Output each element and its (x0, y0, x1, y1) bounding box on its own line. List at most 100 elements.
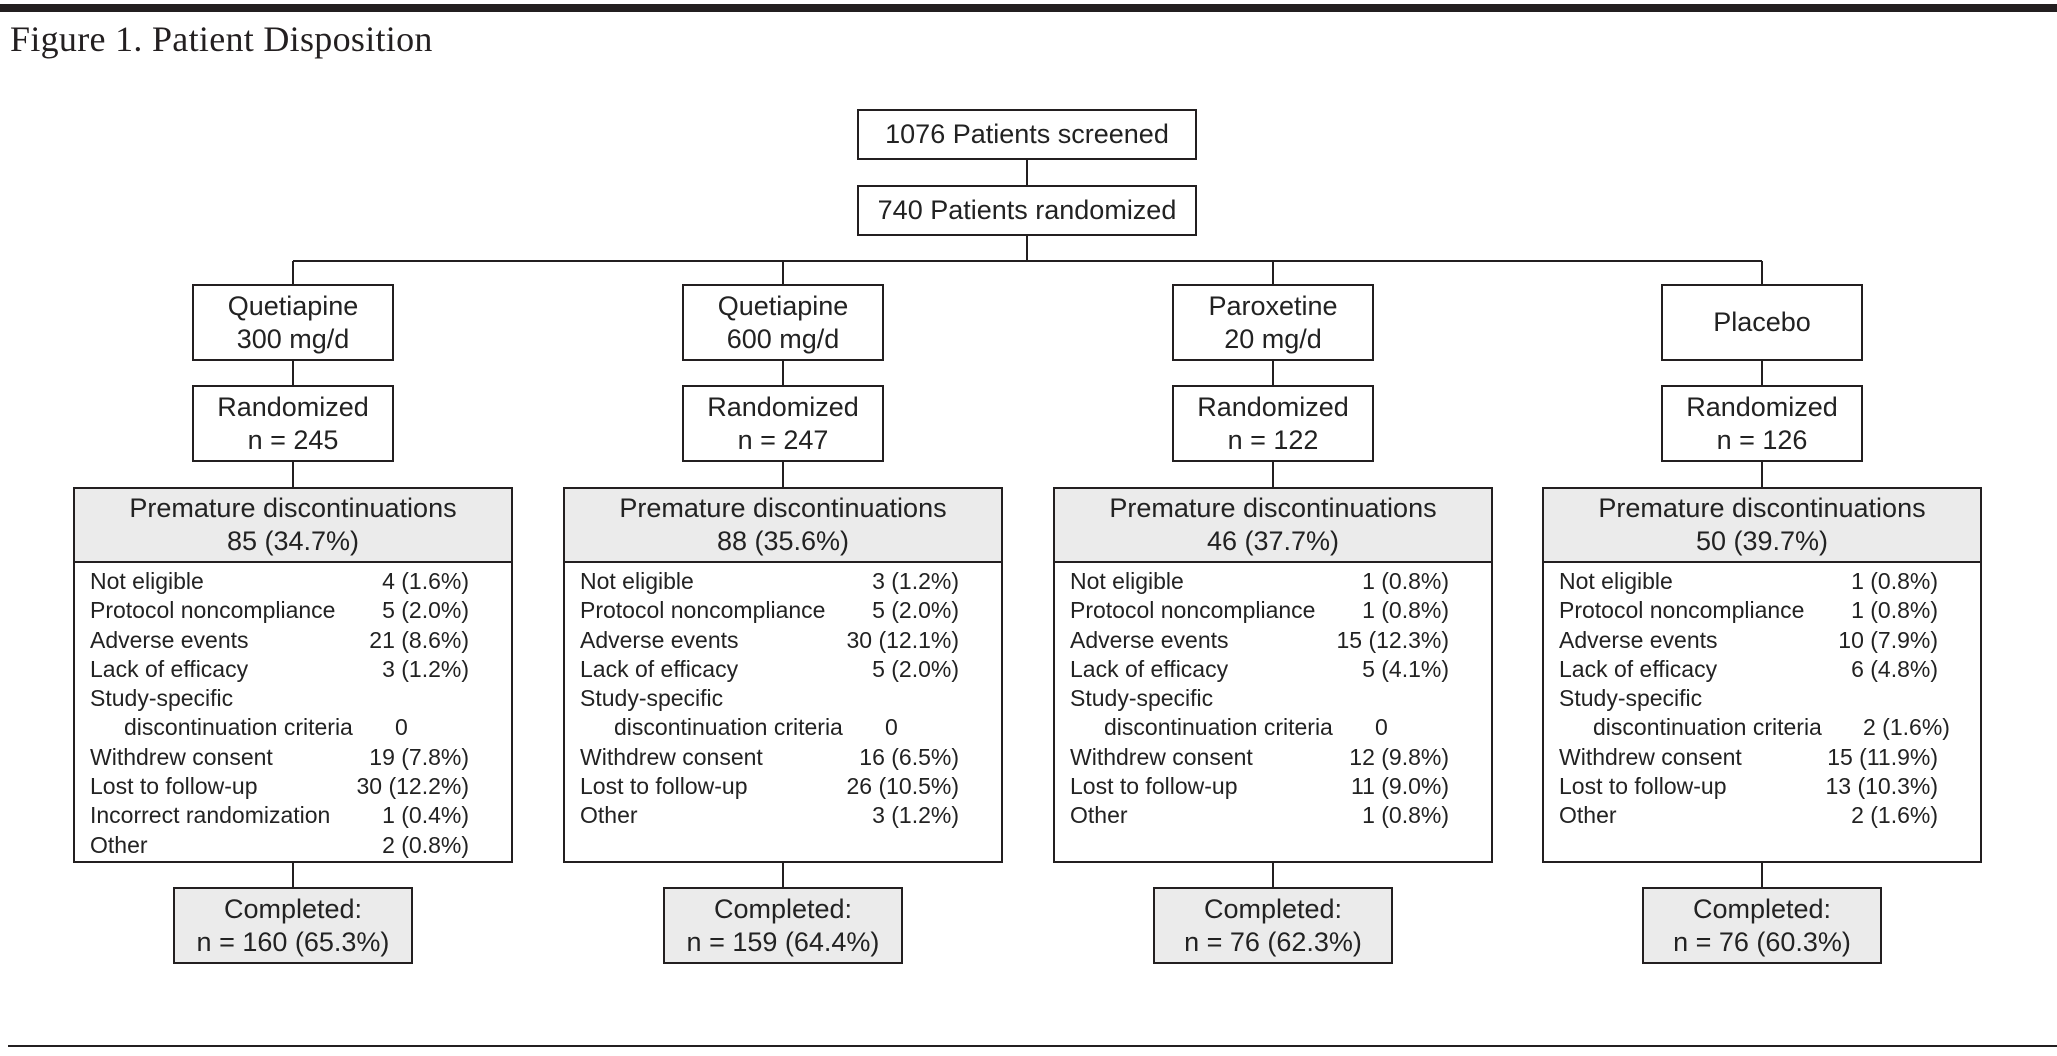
reason-value: 0 (885, 714, 898, 741)
reason-row: Adverse events 10 (7.9%) (1559, 626, 1980, 655)
top-rule (0, 4, 2057, 12)
reason-value: 11 (9.0%) (1350, 773, 1449, 800)
reason-value: 10 (7.9%) (1838, 626, 1938, 653)
completed-box-line: n = 159 (64.4%) (686, 926, 880, 957)
reason-label: Adverse events (1070, 626, 1229, 653)
discontinuations-header-line: Premature discontinuations (129, 493, 457, 523)
bottom-rule (8, 1045, 2057, 1047)
arm-randomized-box-line: Randomized (1197, 391, 1349, 422)
arm-name-box-line: 300 mg/d (236, 323, 350, 354)
reason-label: Lost to follow-up (1070, 773, 1238, 800)
discontinuations-header-line: Premature discontinuations (1109, 493, 1437, 523)
arm-randomized-box-line: Randomized (1686, 391, 1838, 422)
reason-row: Lack of efficacy 5 (2.0%) (580, 655, 1001, 684)
reason-value: 30 (12.1%) (846, 626, 959, 653)
randomized-total-label: 740 Patients randomized (877, 195, 1177, 225)
reason-label: discontinuation criteria (1593, 714, 1822, 741)
reason-row: Adverse events 21 (8.6%) (90, 626, 511, 655)
screened-label: 1076 Patients screened (885, 119, 1169, 149)
reason-value: 6 (4.8%) (1851, 655, 1938, 682)
reason-value: 26 (10.5%) (846, 773, 959, 800)
reason-value: 1 (0.8%) (1851, 568, 1938, 594)
reason-label: Protocol noncompliance (1559, 597, 1805, 624)
reason-label: Not eligible (580, 568, 694, 594)
reason-label: Lost to follow-up (90, 773, 258, 800)
discontinuations-header-line: Premature discontinuations (1598, 493, 1926, 523)
arm-name-box-line: Quetiapine (227, 290, 359, 321)
figure-title: Figure 1. Patient Disposition (10, 19, 433, 59)
reason-label: discontinuation criteria (124, 714, 353, 741)
reason-row: Adverse events 15 (12.3%) (1070, 626, 1491, 655)
reason-value: 15 (12.3%) (1336, 626, 1449, 653)
discontinuations-header-line: 46 (37.7%) (1206, 526, 1340, 556)
completed-box: Completed:n = 159 (64.4%) (663, 887, 903, 964)
arm-randomized-box-line: n = 247 (737, 424, 829, 455)
arm-name-box: Placebo (1661, 284, 1863, 361)
reason-value: 1 (0.8%) (1362, 597, 1449, 624)
screened-box: 1076 Patients screened (857, 109, 1197, 160)
reason-row: Lost to follow-up 26 (10.5%) (580, 772, 1001, 801)
reason-value: 2 (1.6%) (1851, 802, 1938, 829)
reason-value: 15 (11.9%) (1827, 743, 1938, 770)
reason-label: Protocol noncompliance (1070, 597, 1316, 624)
reason-label: Protocol noncompliance (580, 597, 826, 624)
reason-label: Not eligible (90, 568, 204, 594)
reason-label: Lack of efficacy (580, 655, 739, 682)
reason-label: Incorrect randomization (90, 802, 331, 829)
discontinuations-header-line: Premature discontinuations (619, 493, 947, 523)
arm-randomized-box-line: Randomized (707, 391, 859, 422)
reason-value: 3 (1.2%) (872, 802, 959, 829)
completed-box-line: n = 160 (65.3%) (196, 926, 390, 957)
completed-box: Completed:n = 76 (62.3%) (1153, 887, 1393, 964)
reason-row: Study-specific (1070, 684, 1491, 713)
completed-box-line: Completed: (713, 893, 853, 924)
reason-label: discontinuation criteria (614, 714, 843, 741)
reason-label: Adverse events (90, 626, 249, 653)
arm-randomized-box-line: Randomized (217, 391, 369, 422)
reason-label: Study-specific (580, 685, 724, 712)
reason-value: 2 (0.8%) (382, 831, 469, 858)
reason-label: Withdrew consent (1070, 743, 1253, 770)
discontinuations-header-line: 50 (39.7%) (1695, 526, 1829, 556)
reason-label: Adverse events (1559, 626, 1718, 653)
arm-name-box-line: 600 mg/d (726, 323, 840, 354)
reason-label: Study-specific (90, 685, 234, 712)
reason-row: Not eligible 3 (1.2%) (580, 567, 1001, 596)
reason-label: Lack of efficacy (1070, 655, 1229, 682)
randomized-total-box: 740 Patients randomized (857, 185, 1197, 236)
reason-label: Not eligible (1070, 568, 1184, 594)
reason-value: 5 (2.0%) (872, 655, 959, 682)
reason-value: 3 (1.2%) (872, 568, 959, 594)
reason-label: Withdrew consent (1559, 743, 1742, 770)
reason-value: 2 (1.6%) (1863, 714, 1950, 741)
reason-value: 5 (2.0%) (382, 597, 469, 624)
reason-label: Lack of efficacy (90, 655, 249, 682)
completed-box-line: n = 76 (60.3%) (1673, 926, 1851, 957)
reason-label: Lost to follow-up (580, 773, 748, 800)
arm-name-box-line: Placebo (1713, 307, 1811, 337)
reason-value: 21 (8.6%) (369, 626, 469, 653)
discontinuations-header-line: 88 (35.6%) (716, 526, 850, 556)
reason-row: Protocol noncompliance 1 (0.8%) (1070, 596, 1491, 625)
reason-label: Protocol noncompliance (90, 597, 336, 624)
